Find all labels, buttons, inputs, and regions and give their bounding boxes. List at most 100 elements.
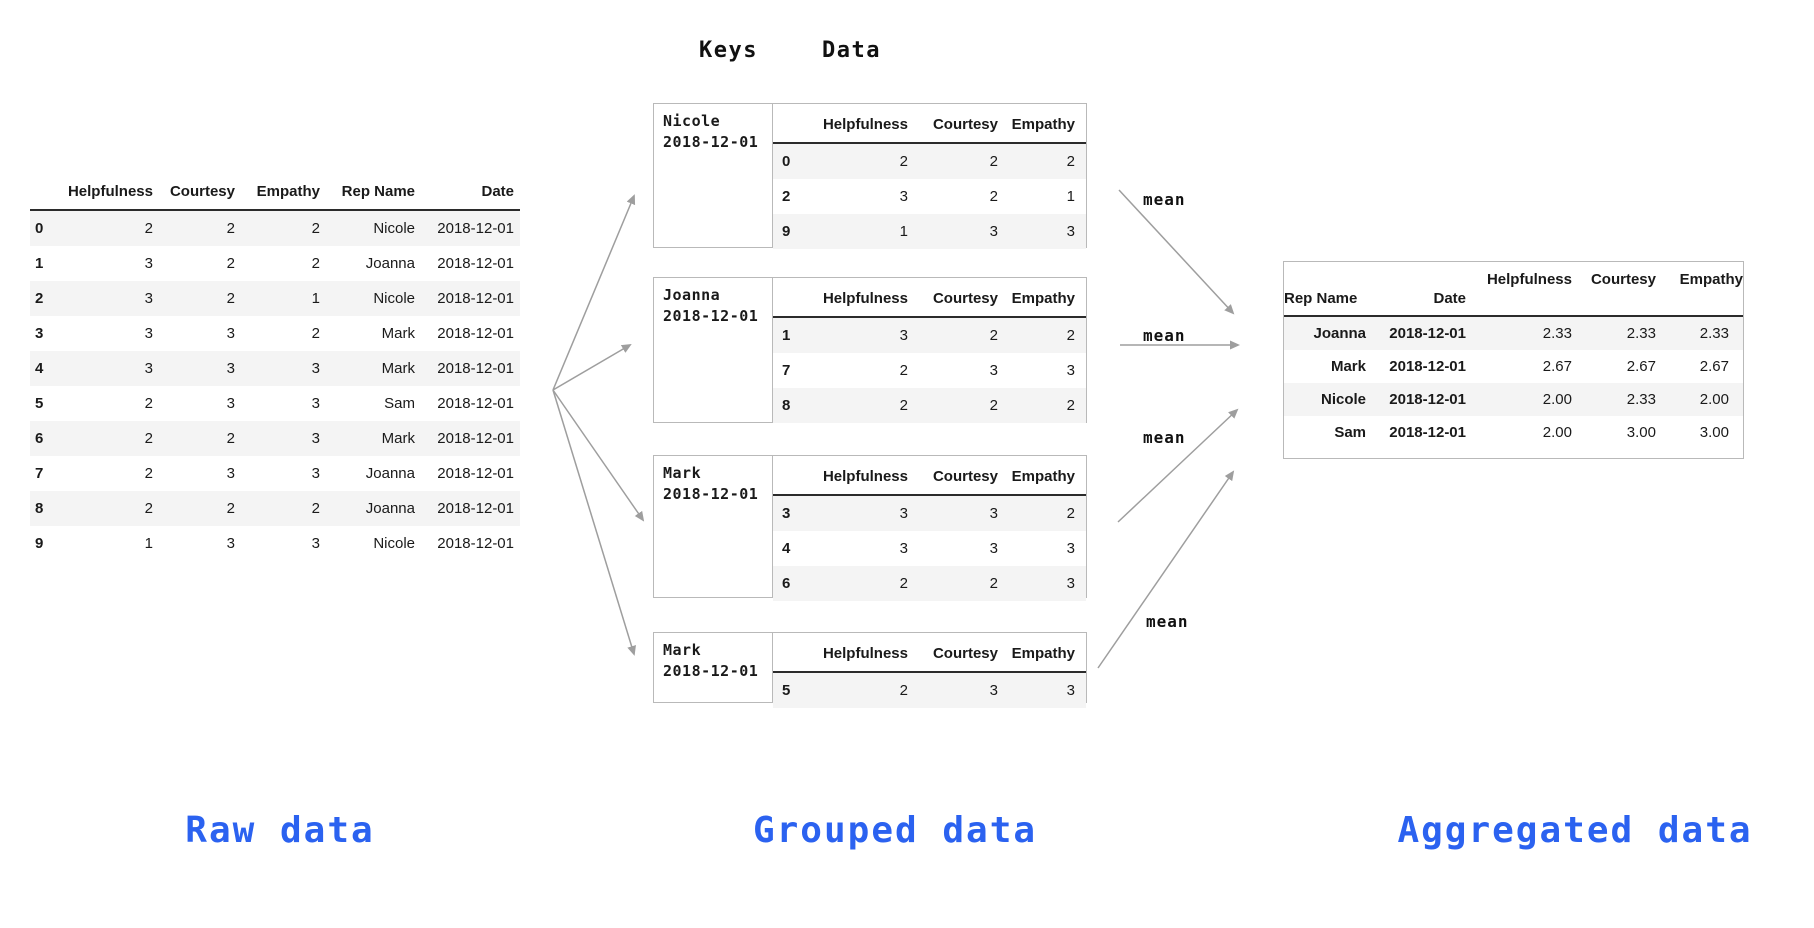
row-index: 4 [782,540,791,557]
fanout-arrow-group4 [552,389,636,656]
cell-value: 2 [144,465,153,482]
fanout-arrow-group3 [552,389,645,522]
fanout-arrow-group2 [552,343,632,391]
cell-value: 2.33 [1699,325,1729,342]
column-header: Empathy [998,108,1086,144]
cell-value: 2 [144,395,153,412]
cell-value: 3 [226,325,235,342]
row-index: 6 [782,575,791,592]
data-column-header: Data [822,38,881,63]
cell-value: 2 [144,430,153,447]
group-key-name: Joanna [663,286,721,304]
cell-value: 2 [989,188,998,205]
grouped-data-title: Grouped data [752,810,1038,851]
cell-value: 2 [226,255,235,272]
cell-value: 2 [1066,327,1075,344]
cell-value: Mark [381,325,415,342]
column-header: Empathy [235,175,320,211]
spacer [1366,262,1466,289]
cell-value: 2 [899,682,908,699]
row-index: 3 [35,325,44,342]
cell-value: 2018-12-01 [437,290,514,307]
cell-value: 3 [989,362,998,379]
column-header: Rep Name [320,175,415,211]
group-key: Mark 2018-12-01 [654,456,773,597]
cell-value: 3 [226,395,235,412]
cell-value: 3 [989,223,998,240]
cell-value: 2.67 [1626,358,1656,375]
agg-value-header-row: Helpfulness Courtesy Empathy [1284,262,1743,289]
group-header-row: Helpfulness Courtesy Empathy [773,282,1086,318]
cell-value: 3.00 [1626,424,1656,441]
row-index: 9 [35,535,44,552]
group-index-header [773,282,803,318]
column-header: Courtesy [908,108,998,144]
cell-value: Mark [381,360,415,377]
group-box-joanna: Joanna 2018-12-01 Helpfulness Courtesy E… [653,277,1087,423]
cell-value: 2 [899,397,908,414]
cell-value: 3 [989,682,998,699]
spacer [1284,262,1366,289]
mean-label: mean [1143,326,1186,345]
cell-value: 3 [311,535,320,552]
cell-value: 2 [1066,505,1075,522]
cell-value: Nicole [373,220,415,237]
cell-value: 2 [226,430,235,447]
cell-value: Nicole [373,290,415,307]
group-key-name: Nicole [663,112,721,130]
row-index: 7 [782,362,791,379]
keys-column-header: Keys [699,38,758,63]
row-index: 2018-12-01 [1389,391,1466,408]
cell-value: 2018-12-01 [437,430,514,447]
row-index: 6 [35,430,44,447]
cell-value: 2018-12-01 [437,500,514,517]
cell-value: 3 [226,465,235,482]
group-key-date: 2018-12-01 [663,133,759,151]
row-index: 2 [35,290,44,307]
cell-value: 2 [989,327,998,344]
cell-value: 2 [311,325,320,342]
fanout-arrow-group1 [552,194,636,391]
spacer [1656,289,1743,317]
cell-value: 2 [989,153,998,170]
cell-value: 1 [144,535,153,552]
group-index-header [773,637,803,673]
cell-value: 2 [311,500,320,517]
row-index: 8 [35,500,44,517]
aggregated-data-table: Helpfulness Courtesy Empathy Rep Name Da… [1284,262,1743,449]
cell-value: 2 [1066,397,1075,414]
column-header: Helpfulness [803,108,908,144]
row-index: Sam [1334,424,1366,441]
cell-value: 2 [226,290,235,307]
row-index: 2018-12-01 [1389,358,1466,375]
cell-value: 3 [989,505,998,522]
cell-value: 1 [899,223,908,240]
cell-value: 2.67 [1542,358,1572,375]
column-header: Empathy [998,282,1086,318]
group-box-sam: Mark 2018-12-01 Helpfulness Courtesy Emp… [653,632,1087,708]
cell-value: 2.00 [1542,424,1572,441]
column-header: Courtesy [908,637,998,673]
cell-value: 2018-12-01 [437,325,514,342]
cell-value: 2.33 [1626,325,1656,342]
cell-value: 2 [989,397,998,414]
cell-value: 2 [1066,153,1075,170]
cell-value: Joanna [365,500,415,517]
cell-value: 3 [1066,362,1075,379]
cell-value: 3 [1066,575,1075,592]
cell-value: 3 [144,255,153,272]
group-box-nicole: Nicole 2018-12-01 Helpfulness Courtesy E… [653,103,1087,249]
group-header-row: Helpfulness Courtesy Empathy [773,460,1086,496]
